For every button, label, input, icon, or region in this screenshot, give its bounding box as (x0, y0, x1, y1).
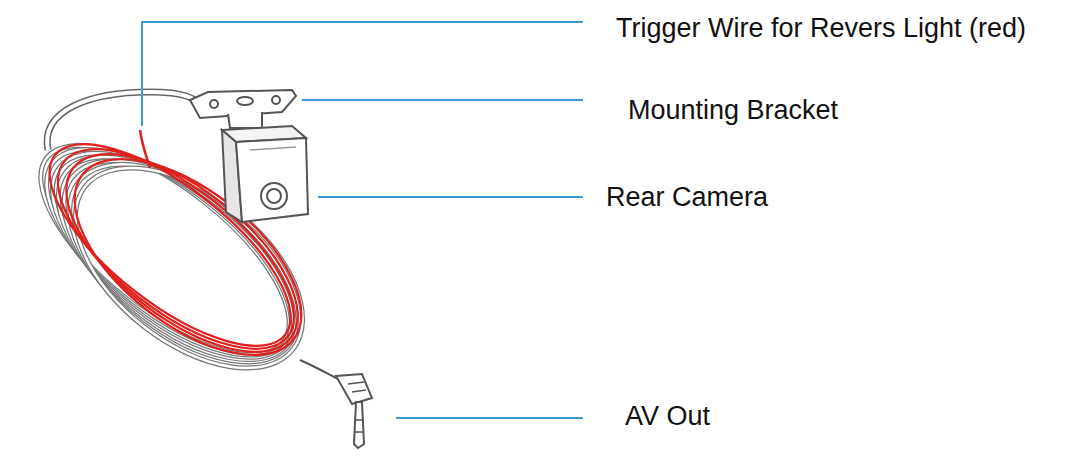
av-plug (300, 360, 372, 448)
cable-loop (29, 122, 333, 402)
trigger-wire (140, 130, 150, 168)
cable-loop (27, 114, 326, 385)
cable-loop (19, 109, 321, 380)
cable-loop (34, 125, 335, 405)
cable-loop (29, 122, 333, 402)
callout-label: Mounting Bracket (626, 94, 840, 126)
mounting-bracket (190, 90, 296, 128)
camera-cable (47, 92, 205, 150)
cable-loop (39, 128, 338, 407)
callout-label: Rear Camera (604, 181, 770, 213)
cable-loop (39, 128, 338, 407)
leader-line (142, 22, 583, 418)
cable-coil (9, 109, 339, 408)
callout-label: Trigger Wire for Revers Light (red) (614, 12, 1028, 44)
callout-label: AV Out (623, 400, 712, 432)
rear-camera (222, 126, 308, 222)
cable-loop (41, 122, 335, 393)
cable-loop (34, 125, 335, 405)
